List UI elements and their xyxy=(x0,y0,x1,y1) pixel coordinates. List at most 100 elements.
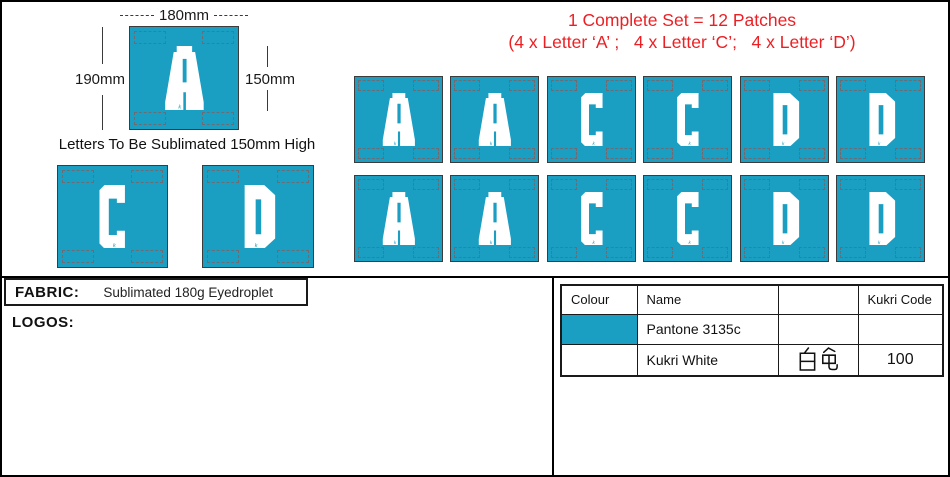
grid-patch xyxy=(547,175,636,262)
letter-glyph xyxy=(670,93,706,147)
letter-glyph xyxy=(767,192,803,246)
sample-patch-c xyxy=(57,165,168,268)
dimension-letter-height-label: 150mm xyxy=(245,71,296,88)
dimension-line xyxy=(102,95,103,130)
colour-name: Kukri White xyxy=(636,343,779,377)
colour-cn xyxy=(777,313,859,345)
stitch-guide-icon xyxy=(207,170,240,184)
grid-patch xyxy=(836,76,925,163)
logos-label: LOGOS: xyxy=(12,314,75,331)
stitch-guide-icon xyxy=(551,147,577,159)
colour-cn xyxy=(777,343,859,377)
stitch-guide-icon xyxy=(276,170,309,184)
stitch-guide-icon xyxy=(606,80,632,92)
panel-divider xyxy=(552,276,554,475)
colour-code: 100 xyxy=(857,343,944,377)
dimension-width-label: 180mm xyxy=(158,7,210,24)
stitch-guide-icon xyxy=(276,249,309,263)
stitch-guide-icon xyxy=(551,179,577,191)
letter-c-glyph xyxy=(91,185,133,249)
stitch-guide-icon xyxy=(551,80,577,92)
stitch-guide-icon xyxy=(413,179,439,191)
grid-patch xyxy=(450,76,539,163)
stitch-guide-icon xyxy=(131,249,163,263)
stitch-guide-icon xyxy=(358,80,384,92)
table-row: Pantone 3135c xyxy=(560,313,944,345)
stitch-guide-icon xyxy=(744,80,770,92)
stitch-guide-icon xyxy=(413,80,439,92)
complete-set-note: 1 Complete Set = 12 Patches (4 x Letter … xyxy=(462,10,902,54)
grid-patch xyxy=(354,175,443,262)
letter-glyph xyxy=(767,93,803,147)
dimension-height-label: 190mm xyxy=(75,71,126,88)
stitch-guide-icon xyxy=(744,246,770,258)
stitch-guide-icon xyxy=(454,147,480,159)
grid-patch xyxy=(836,175,925,262)
stitch-guide-icon xyxy=(509,179,535,191)
letter-glyph xyxy=(670,192,706,246)
stitch-guide-icon xyxy=(62,170,94,184)
stitch-guide-icon xyxy=(840,80,866,92)
stitch-guide-icon xyxy=(134,111,166,125)
letter-glyph xyxy=(381,93,417,147)
stitch-guide-icon xyxy=(509,147,535,159)
stitch-guide-icon xyxy=(454,179,480,191)
stitch-guide-icon xyxy=(895,179,921,191)
stitch-guide-icon xyxy=(454,80,480,92)
stitch-guide-icon xyxy=(606,147,632,159)
stitch-guide-icon xyxy=(840,246,866,258)
stitch-guide-icon xyxy=(895,80,921,92)
spec-patch-a xyxy=(129,26,239,130)
stitch-guide-icon xyxy=(202,111,234,125)
stitch-guide-icon xyxy=(131,170,163,184)
pantone-swatch xyxy=(560,313,638,345)
colour-code xyxy=(857,313,944,345)
stitch-guide-icon xyxy=(509,80,535,92)
set-note-line1: 1 Complete Set = 12 Patches xyxy=(567,10,797,30)
stitch-guide-icon xyxy=(413,147,439,159)
stitch-guide-icon xyxy=(509,246,535,258)
stitch-guide-icon xyxy=(702,246,728,258)
stitch-guide-icon xyxy=(207,249,240,263)
grid-patch xyxy=(643,175,732,262)
header-blank xyxy=(777,284,859,315)
stitch-guide-icon xyxy=(840,147,866,159)
letter-glyph xyxy=(381,192,417,246)
stitch-guide-icon xyxy=(799,246,825,258)
stitch-guide-icon xyxy=(606,179,632,191)
table-header-row: Colour Name Kukri Code xyxy=(560,284,944,315)
stitch-guide-icon xyxy=(895,147,921,159)
stitch-guide-icon xyxy=(551,246,577,258)
section-divider xyxy=(2,276,948,278)
stitch-guide-icon xyxy=(647,147,673,159)
dimension-width: 180mm xyxy=(120,7,248,24)
grid-patch xyxy=(740,175,829,262)
stitch-guide-icon xyxy=(202,31,234,45)
header-colour: Colour xyxy=(560,284,638,315)
dimension-line xyxy=(267,46,268,67)
stitch-guide-icon xyxy=(358,179,384,191)
letter-glyph xyxy=(477,192,513,246)
sublimation-caption: Letters To Be Sublimated 150mm High xyxy=(58,136,316,153)
stitch-guide-icon xyxy=(702,80,728,92)
grid-patch xyxy=(354,76,443,163)
cjk-white-label-icon xyxy=(799,347,838,372)
stitch-guide-icon xyxy=(358,147,384,159)
stitch-guide-icon xyxy=(606,246,632,258)
colour-name: Pantone 3135c xyxy=(636,313,779,345)
dimension-line xyxy=(120,15,154,16)
stitch-guide-icon xyxy=(134,31,166,45)
dimension-line xyxy=(102,27,103,64)
stitch-guide-icon xyxy=(647,179,673,191)
colour-table: Colour Name Kukri Code Pantone 3135c Kuk… xyxy=(560,284,944,377)
letter-glyph xyxy=(477,93,513,147)
sample-patch-d xyxy=(202,165,314,268)
stitch-guide-icon xyxy=(799,147,825,159)
dimension-line xyxy=(214,15,248,16)
letter-glyph xyxy=(574,192,610,246)
header-name: Name xyxy=(636,284,779,315)
fabric-box: FABRIC: Sublimated 180g Eyedroplet xyxy=(4,278,308,306)
grid-patch xyxy=(643,76,732,163)
header-kukri-code: Kukri Code xyxy=(857,284,944,315)
